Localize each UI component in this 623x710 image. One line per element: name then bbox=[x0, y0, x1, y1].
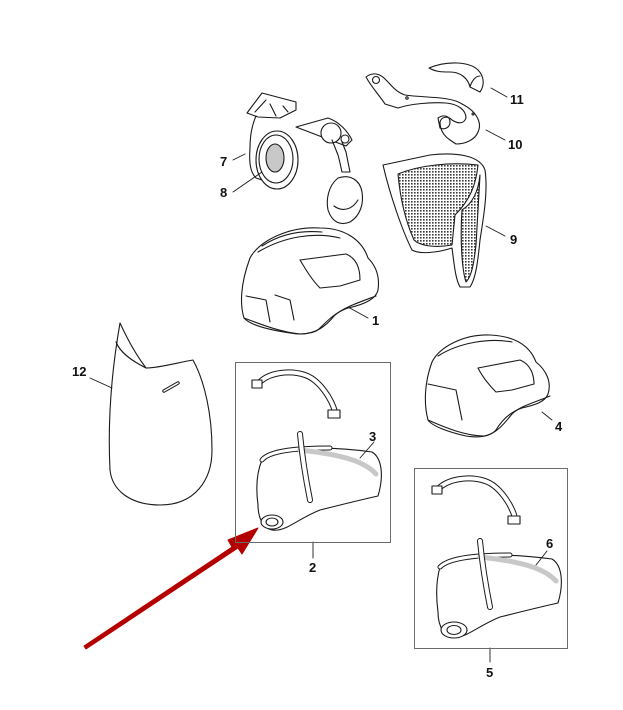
harness-group-box bbox=[235, 362, 391, 543]
callout-8: 8 bbox=[220, 185, 228, 200]
callout-6: 6 bbox=[546, 536, 554, 551]
callout-12: 12 bbox=[72, 364, 87, 379]
harness-alt-group-box bbox=[414, 468, 568, 649]
harness-assembly-alt-part bbox=[431, 475, 562, 639]
highlight-arrow bbox=[83, 527, 259, 650]
harness-assembly-part bbox=[251, 369, 382, 531]
rain-shield-part bbox=[428, 62, 484, 93]
helmet-shell-part bbox=[240, 227, 380, 335]
callout-1: 1 bbox=[372, 313, 380, 328]
earmuff-right-part bbox=[295, 117, 364, 225]
earmuff-part bbox=[246, 92, 299, 190]
callout-2: 2 bbox=[309, 560, 317, 575]
callout-7: 7 bbox=[220, 154, 228, 169]
callout-5: 5 bbox=[486, 665, 494, 680]
visor-bracket-part bbox=[365, 73, 480, 145]
callout-4: 4 bbox=[555, 419, 563, 434]
callout-3: 3 bbox=[369, 429, 377, 444]
helmet-shell-alt-part bbox=[424, 334, 551, 438]
callout-11: 11 bbox=[510, 92, 524, 107]
mesh-visor-part bbox=[382, 153, 487, 288]
leader-lines bbox=[89, 87, 553, 663]
clear-face-shield-part bbox=[108, 322, 213, 506]
callout-9: 9 bbox=[510, 232, 518, 247]
callout-10: 10 bbox=[508, 137, 523, 152]
